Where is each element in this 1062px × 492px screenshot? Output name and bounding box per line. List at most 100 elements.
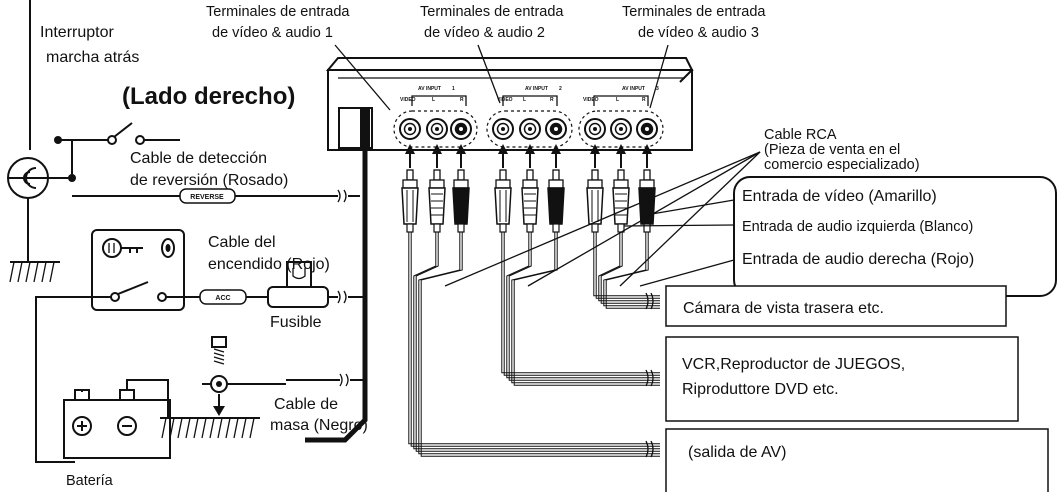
reverse-detect-cable: REVERSE [72, 188, 360, 204]
rca-jack [584, 118, 606, 140]
vcr-label-1: VCR,Reproductor de JUEGOS, [682, 356, 905, 373]
cable-lead [593, 232, 660, 297]
cable-lead [420, 232, 660, 457]
cable-lead [511, 232, 660, 384]
ignition-label-1: Cable del [208, 234, 276, 251]
av-input-3-number: 3 [656, 86, 659, 92]
acc-break [337, 290, 347, 304]
vcr-label-2: Riproduttore DVD etc. [682, 381, 839, 398]
cable-lead [408, 232, 660, 445]
av-input-1-number: 1 [452, 86, 455, 92]
connect-arrow-icon [432, 144, 442, 168]
l-label-2: L [523, 97, 526, 103]
reverse-switch-label-2: marcha atrás [46, 49, 139, 66]
fuse-label: Fusible [270, 314, 322, 331]
legend-video: Entrada de vídeo (Amarillo) [742, 188, 937, 205]
cable-lead [600, 232, 660, 304]
head-unit [325, 57, 694, 151]
acc-tag: ACC [215, 295, 230, 302]
rca-plug [428, 169, 446, 233]
key-icon [102, 238, 143, 258]
r-label-3: R [642, 97, 646, 103]
cable-break [645, 369, 654, 387]
connect-arrow-icon [590, 144, 600, 168]
rca-plug [452, 169, 470, 233]
rca-jack [519, 118, 541, 140]
rca-jack [450, 118, 472, 140]
av-input-2-number: 2 [559, 86, 562, 92]
cable-lead [603, 232, 660, 307]
cable-bundles [408, 232, 660, 458]
battery-positive-wire [35, 296, 111, 463]
rca-plug [586, 169, 604, 233]
terminal-2-leader [477, 44, 501, 104]
cable-lead [410, 232, 660, 447]
cable-lead [595, 232, 660, 299]
av-out-label: (salida de AV) [688, 444, 786, 461]
ignition-label-2: encendido (Rojo) [208, 256, 330, 273]
connect-arrow-icon [456, 144, 466, 168]
rca-plug [494, 169, 512, 233]
cable-lead [605, 232, 660, 309]
cable-lead [503, 232, 660, 376]
rca-jack [636, 118, 658, 140]
legend-leaders [623, 199, 735, 287]
connect-arrow-icon [405, 144, 415, 168]
reverse-switch-icon [54, 122, 180, 182]
cable-lead [598, 232, 660, 302]
av-input-2: AV INPUT [525, 86, 548, 92]
battery-icon [63, 379, 171, 459]
terminal-3-label-1: Terminales de entrada [622, 4, 766, 20]
connect-arrow-icon [498, 144, 508, 168]
r-label-2: R [550, 97, 554, 103]
video-label-3: VIDEO [583, 97, 599, 103]
power-harness [305, 148, 368, 443]
connect-arrow-icon [642, 144, 652, 168]
terminal-1-label-2: de vídeo & audio 1 [212, 25, 333, 41]
legend-box: Entrada de vídeo (Amarillo) Entrada de a… [733, 176, 1057, 297]
ground-bolt-icon [202, 336, 286, 416]
vcr-box [665, 336, 1019, 422]
jack-group-2 [486, 110, 573, 148]
reverse-detect-label-1: Cable de detección [130, 150, 267, 167]
rca-jack [610, 118, 632, 140]
cable-lead [418, 232, 660, 455]
ground-break [339, 373, 349, 387]
rca-label-3: comercio especializado) [764, 157, 920, 173]
rca-jacks [393, 110, 664, 168]
rca-plug [521, 169, 539, 233]
camera-box [665, 285, 1007, 327]
cable-lead [413, 232, 660, 450]
reverse-detect-label-2: de reversión (Rosado) [130, 172, 288, 189]
reverse-tag: REVERSE [190, 194, 224, 201]
chassis-ground [160, 394, 260, 439]
cable-lead [501, 232, 660, 374]
legend-audio-left: Entrada de audio izquierda (Blanco) [742, 219, 973, 235]
cable-lead [415, 232, 660, 452]
terminal-3-label-2: de vídeo & audio 3 [638, 25, 759, 41]
rca-leaders [444, 151, 761, 287]
legend-audio-right: Entrada de audio derecha (Rojo) [742, 251, 974, 268]
reverse-lamp-icon [7, 0, 72, 283]
av-input-panel: AV INPUT 1 AV INPUT 2 AV INPUT 3 VIDEO L… [400, 86, 659, 106]
l-label-1: L [432, 97, 435, 103]
av-input-1: AV INPUT [418, 86, 441, 92]
terminal-1-label-1: Terminales de entrada [206, 4, 350, 20]
rca-jack [426, 118, 448, 140]
ground-label-2: masa (Negro) [270, 417, 368, 434]
rca-plug [547, 169, 565, 233]
connect-arrow-icon [616, 144, 626, 168]
rca-plug [401, 169, 419, 233]
l-label-3: L [616, 97, 619, 103]
terminal-2-label-1: Terminales de entrada [420, 4, 564, 20]
rca-jack [545, 118, 567, 140]
rca-plug [638, 169, 656, 233]
cable-lead [513, 232, 660, 386]
ground-label-1: Cable de [274, 396, 338, 413]
rca-plugs [401, 169, 656, 233]
cable-lead [506, 232, 660, 379]
av-input-3: AV INPUT [622, 86, 645, 92]
r-label-1: R [460, 97, 464, 103]
video-label-1: VIDEO [400, 97, 416, 103]
